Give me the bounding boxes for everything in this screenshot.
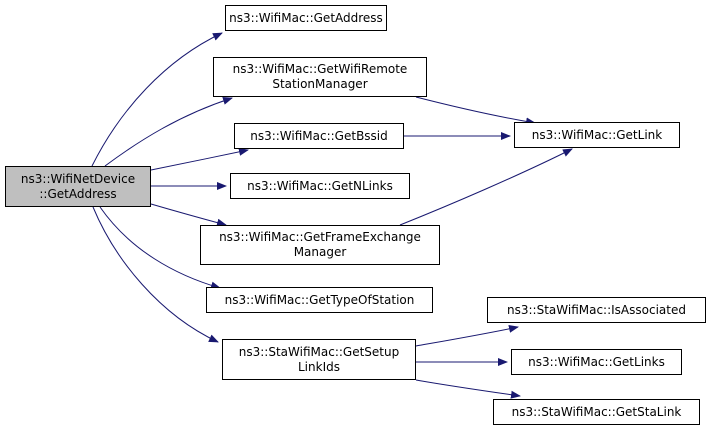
node-label: ns3::WifiMac::GetBssid bbox=[250, 128, 388, 143]
node-label: Manager bbox=[293, 245, 347, 259]
node-label: ns3::StaWifiMac::GetStaLink bbox=[511, 404, 682, 419]
node-label: LinkIds bbox=[298, 359, 340, 374]
node-label: ns3::WifiMac::GetLinks bbox=[528, 354, 665, 369]
edge-mac-getwifiremote-to-mac-getlink bbox=[415, 96, 536, 126]
node-sta-getstalink[interactable]: ns3::StaWifiMac::GetStaLink bbox=[493, 399, 700, 425]
node-label: ns3::WifiMac::GetNLinks bbox=[247, 178, 393, 193]
node-label: StationManager bbox=[272, 77, 368, 91]
node-label: ns3::WifiNetDevice bbox=[20, 171, 136, 186]
node-root: ns3::WifiNetDevice::GetAddress bbox=[5, 166, 151, 207]
edge-root-to-mac-getframeexchange bbox=[150, 203, 227, 227]
node-mac-getaddress[interactable]: ns3::WifiMac::GetAddress bbox=[225, 5, 387, 31]
edge-root-to-mac-getaddress bbox=[91, 32, 223, 167]
edge-sta-getsetuplinkids-to-sta-getstalink bbox=[415, 379, 521, 399]
node-label: ::GetAddress bbox=[39, 186, 117, 201]
node-label: ns3::WifiMac::GetLink bbox=[531, 127, 663, 142]
node-label: ns3::StaWifiMac::GetSetup bbox=[238, 344, 400, 359]
edge-root-to-sta-getsetuplinkids bbox=[92, 206, 219, 343]
edge-sta-getsetuplinkids-to-sta-isassociated bbox=[415, 324, 519, 347]
node-mac-getbssid[interactable]: ns3::WifiMac::GetBssid bbox=[234, 123, 404, 149]
edge-root-to-mac-gettypeofstation bbox=[99, 206, 221, 290]
node-label: ns3::WifiMac::GetWifiRemote bbox=[232, 62, 408, 76]
node-mac-gettypeofstation[interactable]: ns3::WifiMac::GetTypeOfStation bbox=[206, 287, 433, 313]
node-mac-getlink[interactable]: ns3::WifiMac::GetLink bbox=[514, 122, 680, 148]
node-mac-getnlinks[interactable]: ns3::WifiMac::GetNLinks bbox=[230, 173, 410, 199]
node-label: ns3::WifiMac::GetFrameExchange bbox=[219, 230, 421, 244]
node-label: ns3::StaWifiMac::IsAssociated bbox=[507, 302, 686, 317]
edge-root-to-mac-getwifiremote bbox=[104, 96, 233, 167]
node-sta-isassociated[interactable]: ns3::StaWifiMac::IsAssociated bbox=[487, 297, 706, 323]
node-label: ns3::WifiMac::GetTypeOfStation bbox=[224, 292, 415, 307]
edge-mac-getframeexchange-to-mac-getlink bbox=[399, 148, 573, 226]
node-mac-getlinks[interactable]: ns3::WifiMac::GetLinks bbox=[511, 349, 682, 375]
edge-root-to-mac-getbssid bbox=[150, 147, 249, 171]
node-label: ns3::WifiMac::GetAddress bbox=[229, 10, 383, 25]
